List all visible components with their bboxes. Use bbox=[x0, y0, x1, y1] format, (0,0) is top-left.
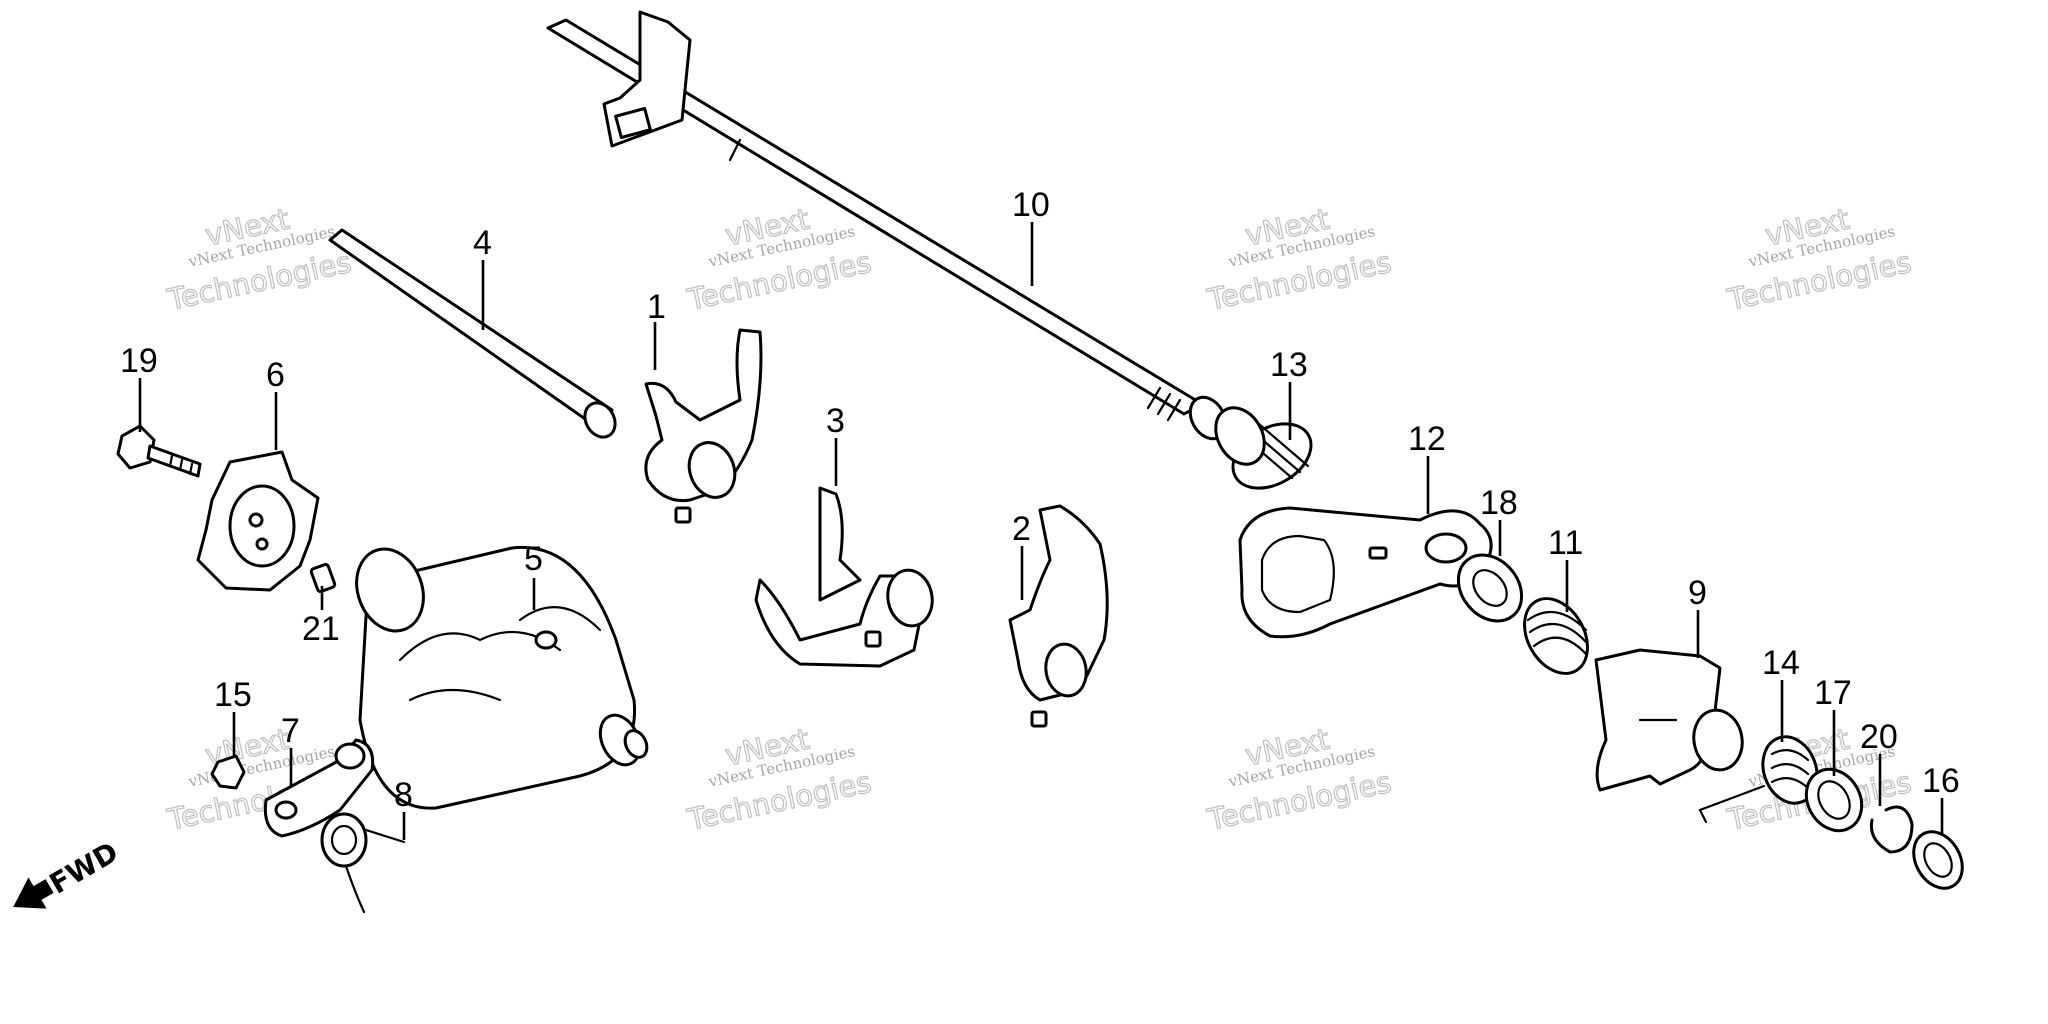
part-label-14: 14 bbox=[1762, 644, 1800, 682]
part-2-shift-fork bbox=[1008, 504, 1109, 728]
part-11-spring bbox=[1523, 597, 1589, 675]
part-label-17: 17 bbox=[1814, 674, 1852, 712]
part-label-15: 15 bbox=[214, 676, 252, 714]
part-label-7: 7 bbox=[281, 712, 300, 750]
part-label-3: 3 bbox=[826, 402, 845, 440]
part-label-19: 19 bbox=[120, 342, 158, 380]
leader-lines bbox=[138, 222, 1944, 840]
part-1-shift-fork bbox=[644, 328, 763, 524]
part-label-12: 12 bbox=[1408, 420, 1446, 458]
watermark-top-1: vNext vNext Technologies Technologies bbox=[163, 201, 354, 317]
part-label-1: 1 bbox=[647, 288, 666, 326]
part-label-11: 11 bbox=[1548, 524, 1583, 562]
watermark-top-3: vNext vNext Technologies Technologies bbox=[1203, 201, 1394, 317]
part-16-washer bbox=[1912, 830, 1964, 890]
part-14-spring bbox=[1698, 735, 1819, 824]
part-10-shift-shaft bbox=[546, 10, 1228, 441]
part-8-spring bbox=[320, 812, 406, 914]
part-label-10: 10 bbox=[1012, 186, 1050, 224]
part-label-5: 5 bbox=[524, 540, 543, 578]
part-label-4: 4 bbox=[473, 224, 492, 262]
part-18-washer bbox=[1456, 553, 1524, 623]
part-6-stopper-plate bbox=[196, 450, 320, 592]
fwd-indicator: FWD bbox=[13, 835, 124, 909]
part-19-bolt bbox=[116, 424, 202, 478]
part-label-2: 2 bbox=[1012, 510, 1031, 548]
part-4-guide-shaft bbox=[328, 228, 617, 439]
watermark-top-2: vNext vNext Technologies Technologies bbox=[683, 201, 874, 317]
part-20-circlip bbox=[1869, 805, 1914, 854]
part-label-13: 13 bbox=[1270, 346, 1308, 384]
part-numbers: 1 2 3 4 5 6 7 8 9 10 11 12 13 14 15 16 1… bbox=[120, 186, 1960, 814]
part-3-shift-fork bbox=[754, 486, 934, 668]
part-label-18: 18 bbox=[1480, 484, 1518, 522]
part-17-washer bbox=[1804, 767, 1864, 833]
part-21-pin bbox=[309, 562, 337, 594]
part-label-9: 9 bbox=[1688, 574, 1707, 612]
part-label-21: 21 bbox=[302, 610, 340, 648]
part-7-stopper-arm bbox=[263, 738, 375, 838]
fwd-arrow-icon bbox=[13, 877, 54, 909]
part-label-20: 20 bbox=[1860, 718, 1898, 756]
part-12-plate bbox=[1238, 506, 1493, 639]
fwd-label: FWD bbox=[44, 835, 124, 900]
part-9-shift-arm bbox=[1594, 648, 1744, 792]
watermark-top-4: vNext vNext Technologies Technologies bbox=[1723, 201, 1914, 317]
part-13-spring bbox=[1214, 406, 1313, 490]
part-5-shift-drum bbox=[355, 545, 649, 810]
watermark-bottom-3: vNext vNext Technologies Technologies bbox=[1203, 721, 1394, 837]
watermark-bottom-2: vNext vNext Technologies Technologies bbox=[683, 721, 874, 837]
part-label-8: 8 bbox=[394, 776, 413, 814]
part-15-bolt bbox=[210, 754, 246, 790]
part-label-16: 16 bbox=[1922, 762, 1960, 800]
part-label-6: 6 bbox=[266, 356, 285, 394]
